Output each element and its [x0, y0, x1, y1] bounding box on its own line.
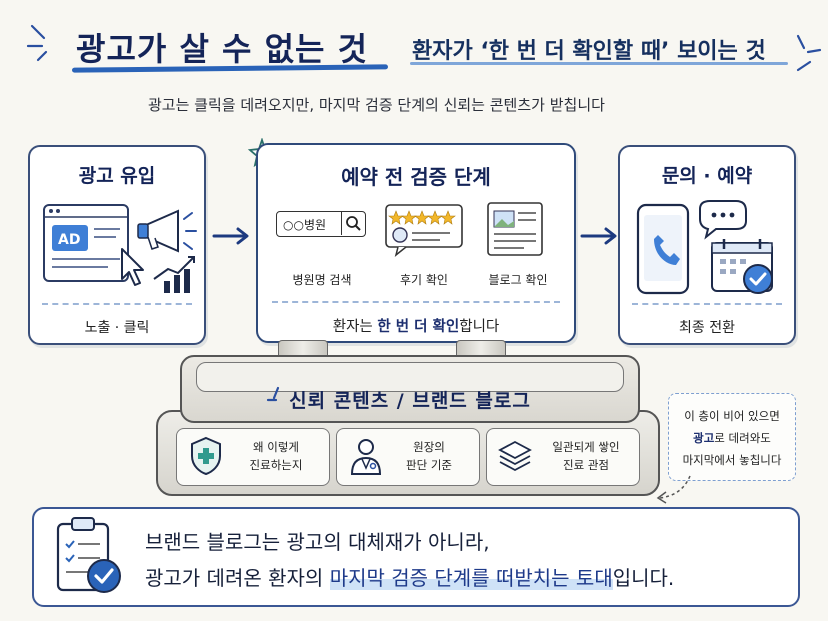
chat-bubble-icon — [699, 200, 747, 240]
platform-top-face — [196, 362, 624, 392]
card-inquiry-booking: 문의 · 예약 최종 전환 — [618, 145, 796, 345]
growth-chart-icon — [153, 256, 195, 293]
item-label-search: 병원명 검색 — [292, 273, 352, 287]
browser-window-icon — [43, 204, 129, 282]
card-inquiry-footer: 최종 전환 — [679, 320, 735, 336]
phone-icon — [636, 203, 690, 295]
booking-illustration — [636, 200, 773, 295]
note-line-1: 이 층이 비어 있으면 — [684, 409, 780, 423]
note-pointer-arrow-icon — [656, 475, 691, 504]
note-line-3: 마지막에서 놓칩니다 — [682, 453, 782, 467]
card-ad-inflow: 광고 유입 AD 노출 — [28, 145, 206, 345]
megaphone-icon — [137, 209, 197, 253]
card-verification-footer: 환자는 한 번 더 확인합니다 — [332, 319, 500, 335]
doctor-icon — [350, 439, 382, 475]
review-card-icon — [385, 204, 463, 257]
search-icon — [341, 212, 365, 235]
cursor-icon — [121, 248, 144, 286]
shield-cross-icon — [191, 436, 221, 476]
blog-page-icon — [487, 202, 543, 256]
card-divider — [632, 303, 782, 305]
bottom-summary-box — [32, 507, 800, 607]
card-inquiry-title: 문의 · 예약 — [661, 165, 753, 187]
page-subtitle: 환자가 ‘한 번 더 확인할 때’ 보이는 것 — [412, 39, 766, 64]
platform-label: 신뢰 콘텐츠 / 브랜드 블로그 — [289, 390, 531, 412]
card-verification-title: 예약 전 검증 단계 — [341, 165, 491, 189]
arrow-right-icon — [212, 227, 249, 245]
card-divider — [272, 301, 560, 303]
card-verification-stage: 예약 전 검증 단계 ○○병원 병원명 검색 후기 확인 블로그 — [256, 143, 576, 343]
card-ad-inflow-title: 광고 유입 — [78, 165, 156, 187]
check-circle-icon — [743, 264, 773, 294]
card-divider — [42, 303, 192, 305]
layers-icon — [498, 440, 532, 472]
sparkle-left-icon — [26, 24, 48, 62]
subtitle-underline — [410, 62, 788, 65]
ad-badge-text: AD — [58, 232, 80, 248]
page-title: 광고가 살 수 없는 것 — [76, 30, 369, 68]
sparkle-right-icon — [796, 34, 822, 72]
item-label-reviews: 후기 확인 — [400, 273, 448, 287]
sparkle-icon — [266, 386, 280, 402]
note-line-2: 광고로 데려와도 — [693, 431, 771, 445]
card-ad-inflow-footer: 노출 · 클릭 — [84, 320, 150, 336]
search-bar: ○○병원 — [276, 211, 366, 237]
arrow-right-icon — [580, 227, 617, 245]
side-note: 이 층이 비어 있으면 광고로 데려와도 마지막에서 놓칩니다 — [668, 393, 796, 481]
clipboard-check-icon — [56, 517, 121, 593]
ad-illustration: AD — [43, 204, 197, 293]
platform-slot-criteria — [336, 428, 480, 486]
summary-line-1: 브랜드 블로그는 광고의 대체재가 아니라, — [145, 530, 490, 554]
summary-line-2: 광고가 데려온 환자의 마지막 검증 단계를 떠받치는 토대입니다. — [145, 566, 675, 590]
item-label-blog: 블로그 확인 — [488, 273, 548, 287]
lead-text: 광고는 클릭을 데려오지만, 마지막 검증 단계의 신뢰는 콘텐츠가 받칩니다 — [148, 96, 605, 114]
search-bar-text: ○○병원 — [283, 218, 327, 232]
